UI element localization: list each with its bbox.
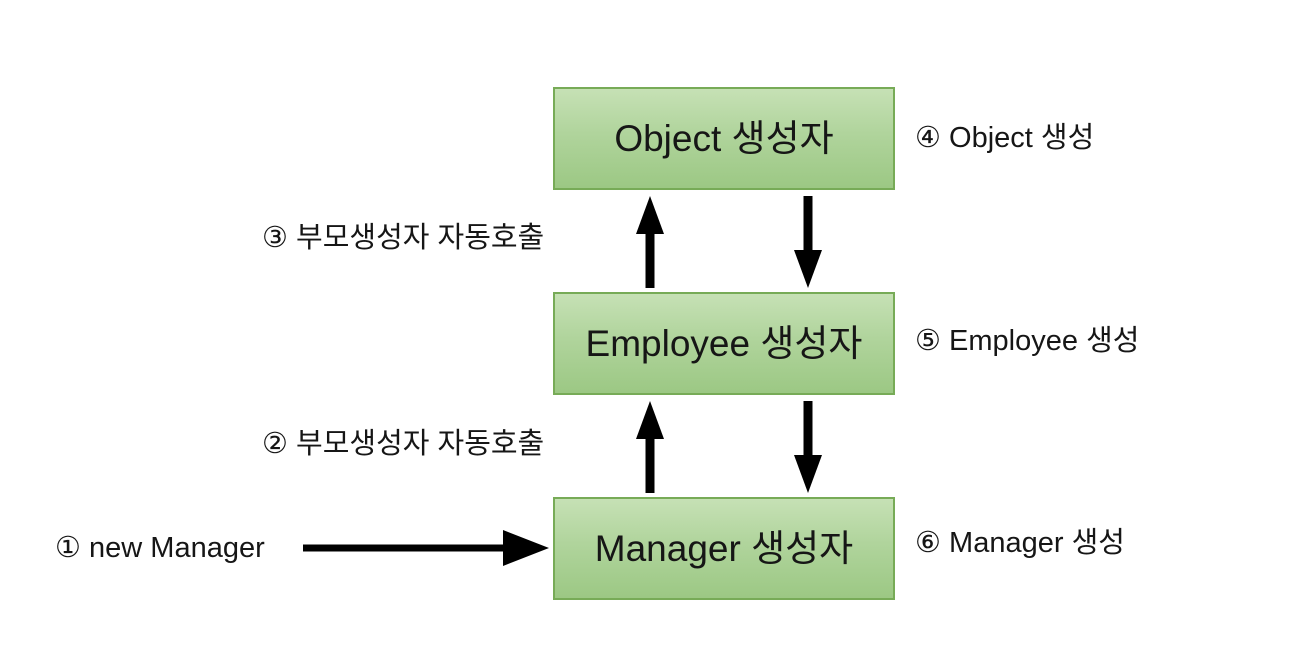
annotation-step3-parent-constructor-call: ③ 부모생성자 자동호출	[262, 222, 545, 254]
annotation-step2-parent-constructor-call: ② 부모생성자 자동호출	[262, 428, 545, 460]
down-arrow-object-to-employee	[794, 196, 822, 288]
annotation-step6-manager-created: ⑥ Manager 생성	[915, 527, 1125, 559]
box-manager-constructor-label: Manager 생성자	[594, 528, 854, 569]
up-arrow-employee-to-object	[636, 196, 664, 288]
down-arrow-employee-to-manager	[794, 401, 822, 493]
up-arrow-manager-to-employee	[636, 401, 664, 493]
box-object-constructor-label: Object 생성자	[614, 118, 834, 159]
annotation-step5-employee-created: ⑤ Employee 생성	[915, 325, 1140, 357]
box-employee-constructor-label: Employee 생성자	[585, 323, 863, 364]
right-arrow-new-manager	[303, 530, 549, 566]
box-employee-constructor: Employee 생성자	[553, 292, 895, 395]
annotation-step1-new-manager: ① new Manager	[55, 532, 265, 564]
annotation-step4-object-created: ④ Object 생성	[915, 122, 1095, 154]
box-manager-constructor: Manager 생성자	[553, 497, 895, 600]
box-object-constructor: Object 생성자	[553, 87, 895, 190]
